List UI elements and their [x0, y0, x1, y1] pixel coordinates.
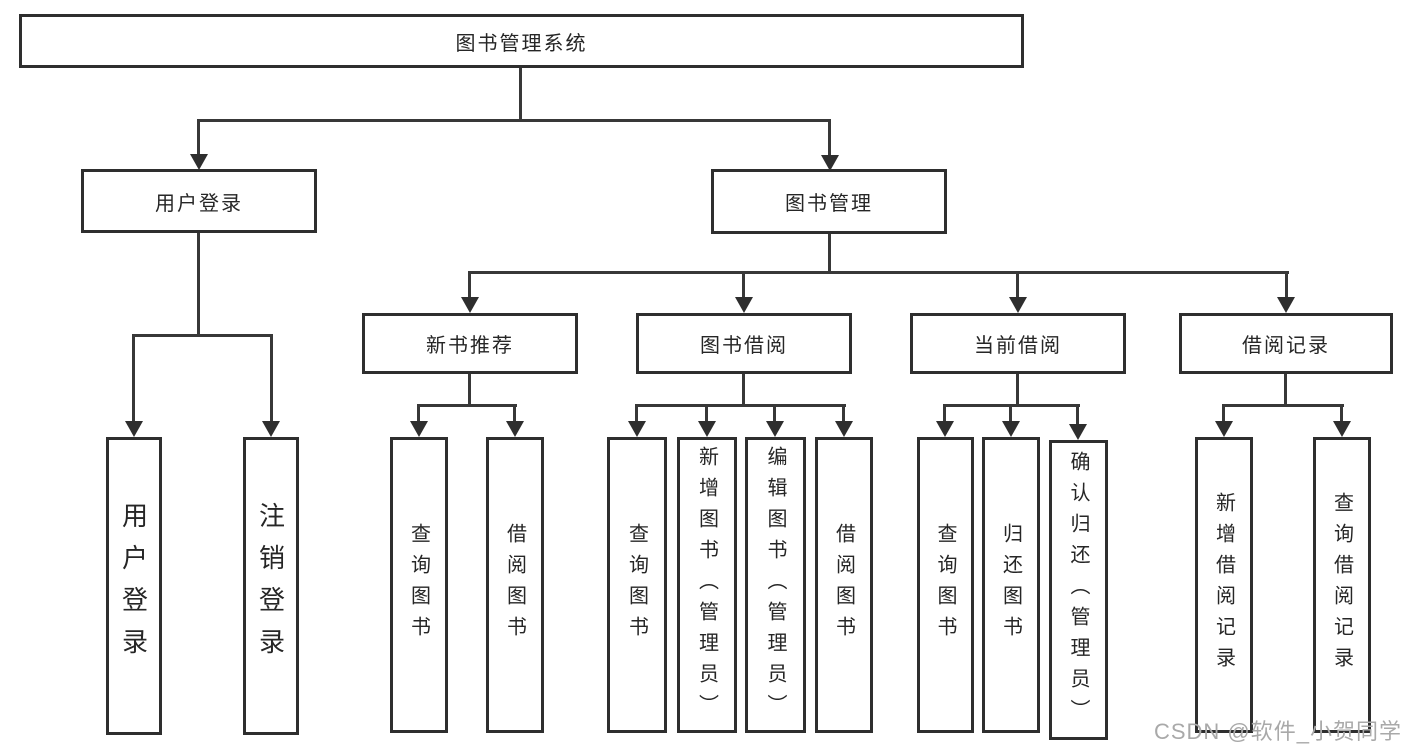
connector-line — [132, 334, 273, 337]
node-user-login: 用户登录 — [81, 169, 317, 233]
connector-line — [705, 404, 708, 423]
connector-line — [1016, 271, 1019, 301]
node-library-management-system: 图书管理系统 — [19, 14, 1024, 68]
node-label: 图书管理 — [785, 193, 873, 215]
node-borrow-books-borrowing: 借阅图书 — [815, 437, 873, 733]
node-query-books-newbooks: 查询图书 — [390, 437, 448, 733]
connector-line — [1340, 404, 1343, 423]
arrowhead-down-icon — [1333, 421, 1351, 437]
arrowhead-down-icon — [461, 297, 479, 313]
arrowhead-down-icon — [698, 421, 716, 437]
connector-line — [635, 404, 846, 407]
connector-line — [417, 404, 517, 407]
arrowhead-down-icon — [766, 421, 784, 437]
node-current-borrowing: 当前借阅 — [910, 313, 1126, 374]
connector-line — [197, 119, 200, 155]
node-query-books-borrowing: 查询图书 — [607, 437, 667, 733]
connector-line — [1222, 404, 1344, 407]
connector-line — [1016, 374, 1019, 407]
node-label: 查询图书 — [625, 523, 648, 647]
node-user-login-action: 用户登录 — [106, 437, 162, 735]
connector-line — [943, 404, 946, 423]
connector-line — [132, 334, 135, 423]
connector-line — [828, 119, 831, 156]
node-label: 归还图书 — [999, 523, 1022, 647]
node-label: 用户登录 — [118, 502, 149, 670]
arrowhead-down-icon — [1009, 297, 1027, 313]
connector-line — [513, 404, 516, 423]
connector-line — [417, 404, 420, 423]
connector-line — [742, 271, 745, 301]
node-label: 新增借阅记录 — [1212, 492, 1235, 678]
connector-line — [1284, 374, 1287, 407]
node-add-borrow-record: 新增借阅记录 — [1195, 437, 1253, 733]
node-logout-action: 注销登录 — [243, 437, 299, 735]
node-book-management: 图书管理 — [711, 169, 947, 234]
node-label: 当前借阅 — [974, 335, 1062, 357]
node-book-borrowing: 图书借阅 — [636, 313, 852, 374]
connector-line — [519, 68, 522, 121]
connector-line — [1222, 404, 1225, 423]
connector-line — [468, 374, 471, 407]
connector-line — [773, 404, 776, 423]
node-label: 新书推荐 — [426, 335, 514, 357]
node-query-borrow-record: 查询借阅记录 — [1313, 437, 1371, 733]
connector-line — [1076, 404, 1079, 426]
node-label: 编辑图书（管理员） — [764, 445, 786, 725]
connector-line — [469, 271, 1289, 274]
node-borrow-books-newbooks: 借阅图书 — [486, 437, 544, 733]
arrowhead-down-icon — [735, 297, 753, 313]
node-borrow-records: 借阅记录 — [1179, 313, 1393, 374]
connector-line — [197, 119, 831, 122]
node-label: 确认归还（管理员） — [1067, 450, 1089, 730]
arrowhead-down-icon — [1069, 424, 1087, 440]
arrowhead-down-icon — [125, 421, 143, 437]
connector-line — [270, 334, 273, 423]
node-label: 新增图书（管理员） — [695, 445, 718, 725]
node-label: 图书管理系统 — [455, 32, 588, 55]
arrowhead-down-icon — [1215, 421, 1233, 437]
node-label: 借阅图书 — [832, 523, 855, 647]
node-edit-books-admin: 编辑图书（管理员） — [745, 437, 806, 733]
connector-line — [197, 233, 200, 337]
node-label: 查询图书 — [934, 523, 956, 647]
connector-line — [1009, 404, 1012, 423]
node-label: 查询图书 — [407, 523, 430, 647]
connector-line — [842, 404, 845, 423]
csdn-watermark: CSDN @软件_小贺同学 — [1153, 719, 1402, 744]
node-confirm-return-admin: 确认归还（管理员） — [1049, 440, 1108, 740]
arrowhead-down-icon — [262, 421, 280, 437]
arrowhead-down-icon — [628, 421, 646, 437]
connector-line — [635, 404, 638, 423]
node-label: 用户登录 — [155, 192, 243, 215]
node-return-books: 归还图书 — [982, 437, 1040, 733]
arrowhead-down-icon — [821, 155, 839, 171]
node-label: 注销登录 — [255, 502, 286, 670]
arrowhead-down-icon — [835, 421, 853, 437]
arrowhead-down-icon — [1277, 297, 1295, 313]
node-label: 借阅图书 — [503, 523, 526, 647]
arrowhead-down-icon — [506, 421, 524, 437]
arrowhead-down-icon — [410, 421, 428, 437]
connector-line — [468, 271, 471, 301]
connector-line — [742, 374, 745, 407]
node-add-books-admin: 新增图书（管理员） — [677, 437, 737, 733]
node-new-book-recommend: 新书推荐 — [362, 313, 578, 374]
node-query-books-current: 查询图书 — [917, 437, 974, 733]
arrowhead-down-icon — [1002, 421, 1020, 437]
connector-line — [828, 234, 831, 274]
node-label: 查询借阅记录 — [1330, 492, 1353, 678]
arrowhead-down-icon — [190, 154, 208, 170]
node-label: 借阅记录 — [1242, 335, 1330, 357]
connector-line — [1285, 271, 1288, 301]
node-label: 图书借阅 — [700, 335, 788, 357]
arrowhead-down-icon — [936, 421, 954, 437]
